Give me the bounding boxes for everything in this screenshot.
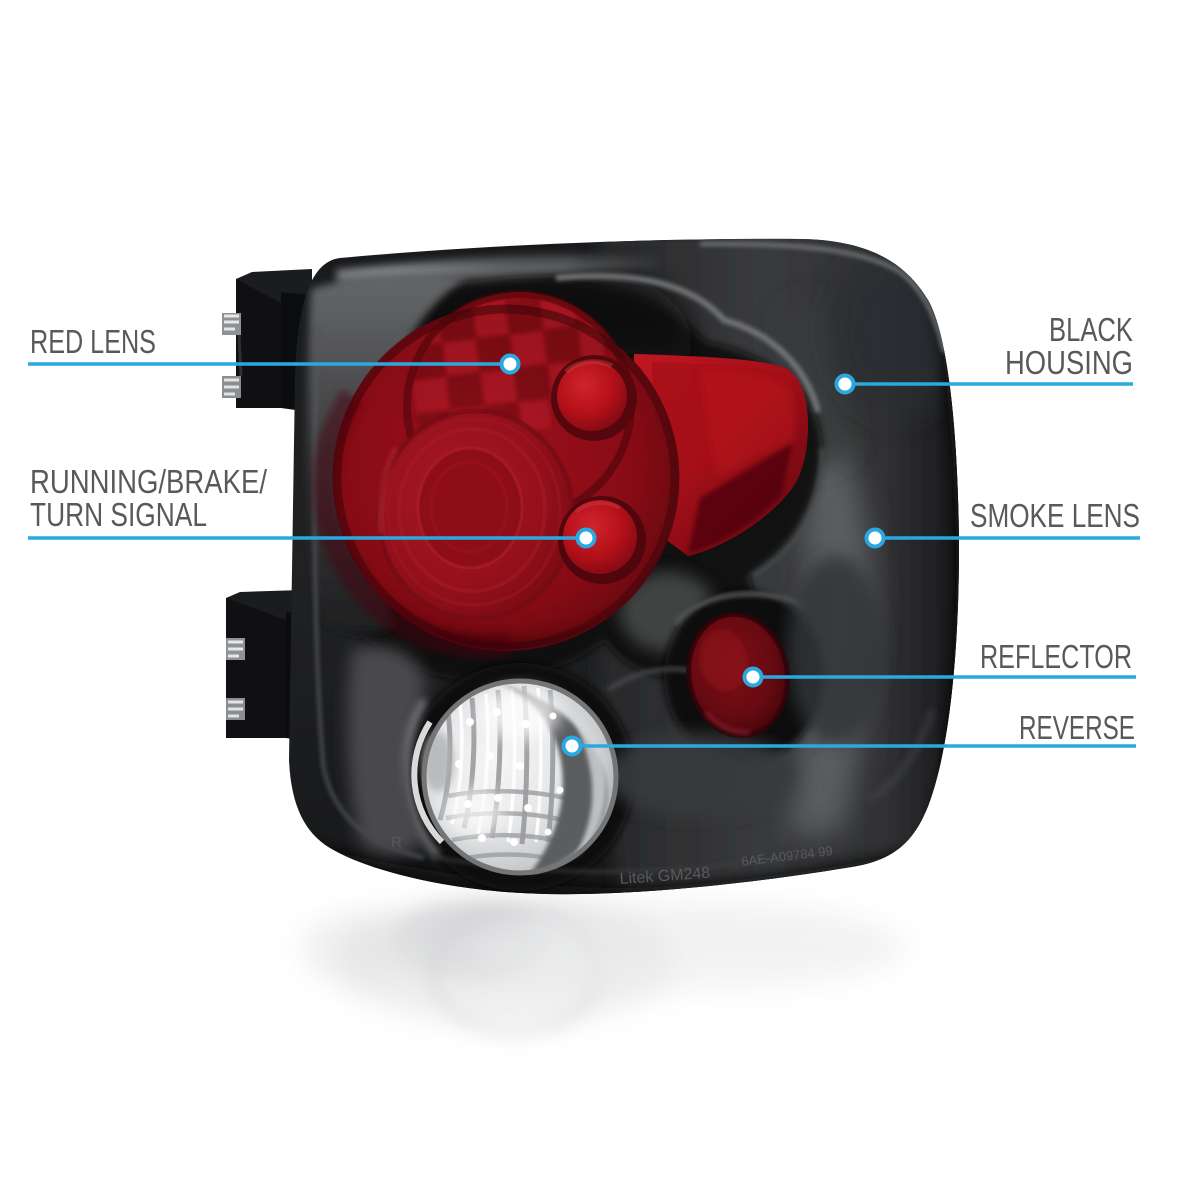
svg-text:RUNNING/BRAKE/: RUNNING/BRAKE/ — [30, 463, 268, 500]
svg-text:Litek GM248: Litek GM248 — [619, 865, 711, 888]
svg-text:RED LENS: RED LENS — [30, 323, 156, 360]
svg-text:BLACK: BLACK — [1049, 311, 1133, 348]
svg-text:R: R — [391, 834, 402, 851]
svg-text:REVERSE: REVERSE — [1019, 709, 1135, 746]
svg-text:SMOKE LENS: SMOKE LENS — [970, 497, 1140, 534]
svg-text:REFLECTOR: REFLECTOR — [980, 638, 1132, 675]
svg-text:TURN SIGNAL: TURN SIGNAL — [30, 496, 207, 533]
svg-text:HOUSING: HOUSING — [1005, 344, 1133, 381]
